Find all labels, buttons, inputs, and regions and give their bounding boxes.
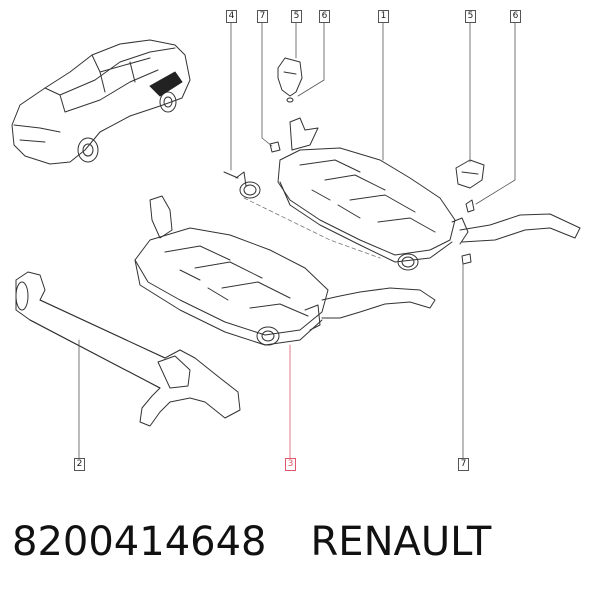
callout-1: 1	[378, 10, 389, 23]
exhaust-diagram	[11, 21, 581, 459]
callout-6-right: 6	[510, 10, 521, 23]
caption: 8200414648 RENAULT	[12, 512, 592, 572]
clamp	[223, 171, 261, 199]
intermediate-silencer	[134, 195, 436, 346]
callout-7-bottom: 7	[458, 458, 469, 471]
callout-3-highlighted: 3	[285, 458, 296, 471]
bolt-parts	[269, 141, 475, 265]
bracket-right	[455, 159, 485, 189]
brand-name: RENAULT	[310, 519, 492, 565]
car-illustration	[11, 39, 191, 165]
callout-2: 2	[74, 458, 85, 471]
callout-6-left: 6	[319, 10, 330, 23]
dashed-guide	[243, 197, 381, 259]
front-pipe	[15, 271, 241, 427]
leader-lines	[78, 21, 516, 459]
callout-4: 4	[226, 10, 237, 23]
part-number: 8200414648	[12, 519, 267, 565]
callout-5-right: 5	[465, 10, 476, 23]
rear-silencer	[277, 117, 581, 271]
bracket-left	[277, 57, 303, 103]
callout-5-left: 5	[291, 10, 302, 23]
callout-7-top: 7	[257, 10, 268, 23]
